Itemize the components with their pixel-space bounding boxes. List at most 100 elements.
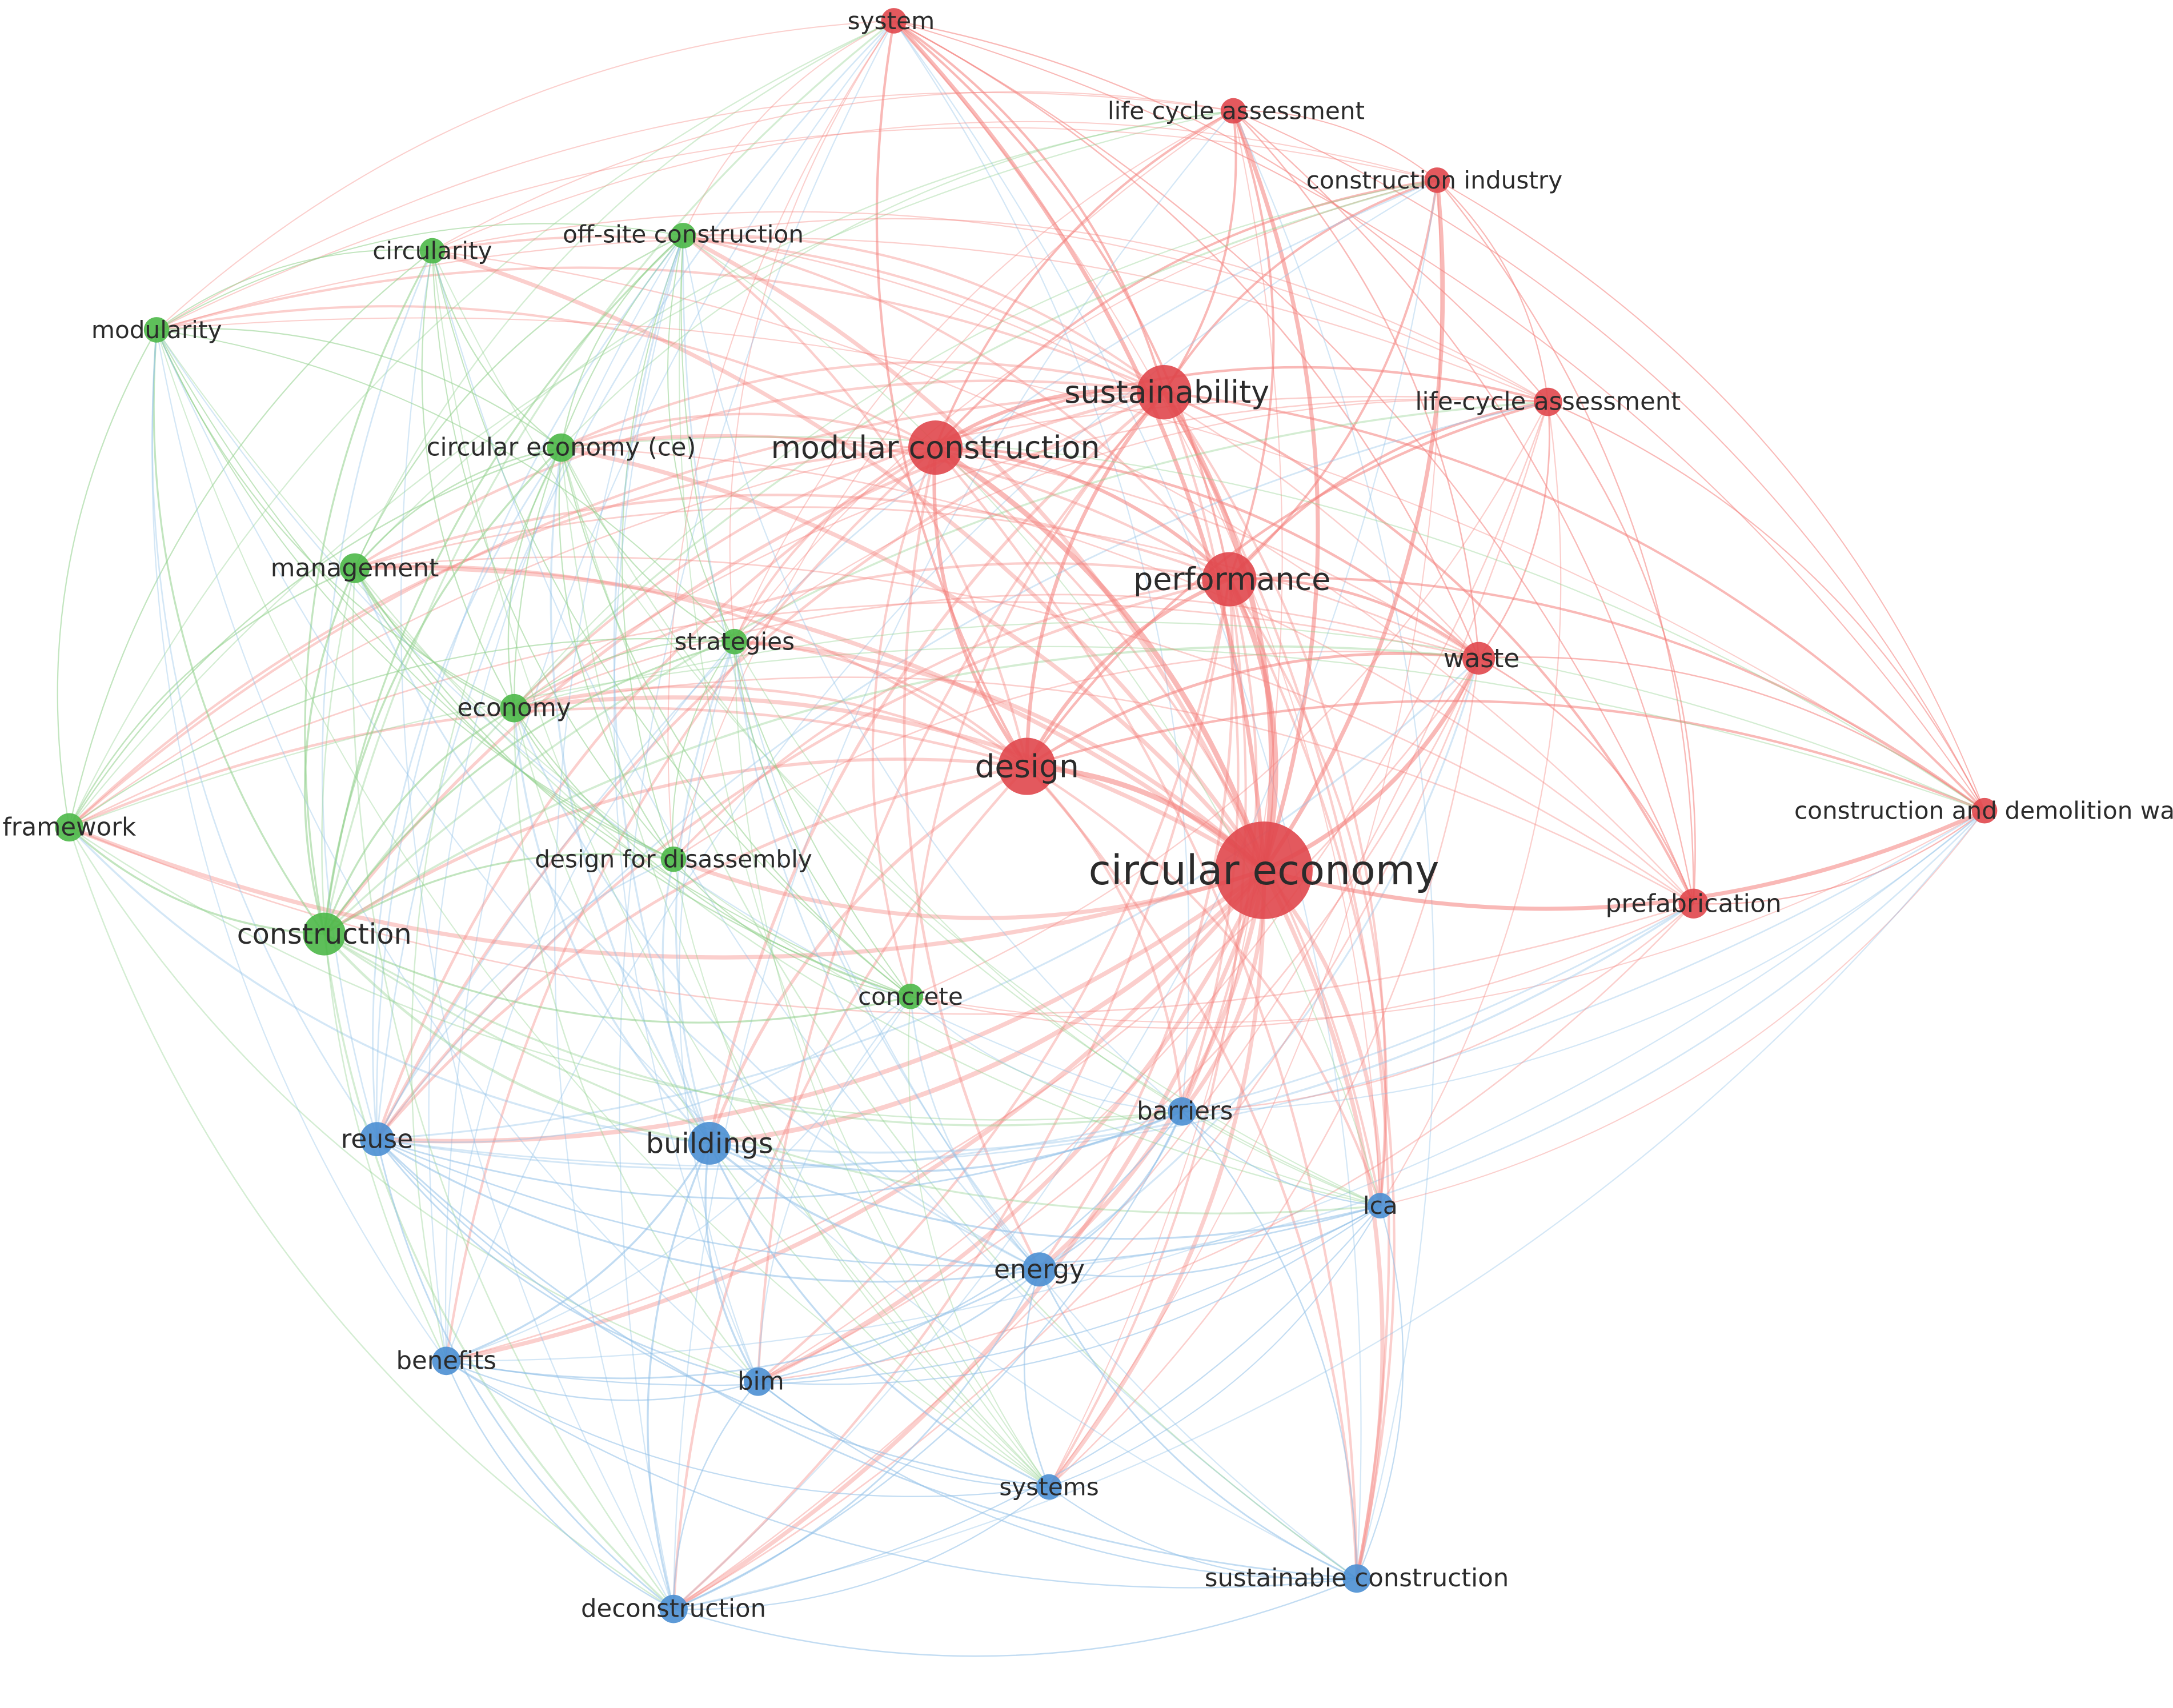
edge-life_cycle_assessment-waste [1233, 110, 1480, 659]
node-circular-economy[interactable] [1215, 821, 1313, 919]
edge-system-construction_and_demolition_waste [893, 20, 1985, 811]
edge-reuse-bim [376, 1138, 759, 1383]
nodes-layer [55, 8, 1998, 1623]
node-performance[interactable] [1202, 552, 1257, 607]
label-economy: economy [458, 694, 571, 723]
edge-design-sustainable_construction [1026, 765, 1358, 1579]
node-lca[interactable] [1367, 1193, 1393, 1218]
node-construction-and-demolition-waste[interactable] [1971, 797, 1998, 824]
label-performance: performance [1133, 562, 1330, 598]
node-construction-industry[interactable] [1424, 167, 1450, 193]
node-off-site-construction[interactable] [670, 223, 696, 248]
edge-circular_economy_ce-buildings [550, 447, 711, 1144]
label-modular-construction: modular construction [771, 430, 1100, 466]
edge-construction_and_demolition_waste-lca [1380, 810, 1985, 1206]
label-construction-and-demolition-waste: construction and demolition wa [1794, 797, 2173, 825]
edge-construction_and_demolition_waste-circular_economy [1263, 808, 1986, 911]
edge-sustainability-modular_construction [934, 388, 1165, 450]
label-circularity: circularity [372, 237, 492, 265]
edge-circular_economy-strategies [734, 639, 1265, 872]
edge-system-waste [893, 20, 1480, 659]
node-concrete[interactable] [897, 983, 924, 1009]
node-system[interactable] [881, 8, 907, 34]
node-reuse[interactable] [359, 1122, 394, 1157]
edge-construction_industry-strategies [733, 179, 1438, 642]
edge-design-off_site_construction [682, 234, 1028, 767]
node-construction[interactable] [303, 912, 346, 956]
label-strategies: strategies [674, 628, 795, 656]
edge-strategies-construction [323, 640, 735, 935]
node-prefabrication[interactable] [1678, 888, 1709, 919]
node-life-cycle-assessment[interactable] [1220, 98, 1246, 124]
node-deconstruction[interactable] [659, 1594, 688, 1623]
edge-strategies-bim [678, 641, 759, 1382]
edge-buildings-bim [704, 1143, 759, 1382]
node-sustainability[interactable] [1137, 365, 1192, 420]
edge-construction_and_demolition_waste-deconstruction [673, 810, 1985, 1610]
edge-sustainability-concrete [909, 391, 1165, 997]
node-energy[interactable] [1022, 1252, 1057, 1287]
node-circular-economy-ce[interactable] [547, 433, 576, 462]
edge-sustainability-modularity [156, 266, 1165, 394]
edge-strategies-lca [733, 641, 1381, 1206]
edge-framework-buildings [69, 827, 710, 1145]
node-life-cycle-assessment-hyphen[interactable] [1534, 387, 1562, 416]
node-sustainable-construction[interactable] [1342, 1564, 1371, 1593]
edge-life_cycle_assessment_hyphen-off_site_construction [683, 218, 1549, 403]
edge-waste-benefits [446, 657, 1480, 1362]
node-barriers[interactable] [1168, 1097, 1197, 1126]
node-strategies[interactable] [721, 628, 748, 655]
edge-buildings-barriers [709, 1110, 1183, 1173]
edge-economy-energy [513, 708, 1040, 1270]
edge-circular_economy-circularity [431, 248, 1266, 872]
edge-modular_construction-sustainable_construction [934, 447, 1358, 1579]
edge-circular_economy_ce-design_for_disassembly [558, 447, 674, 860]
edge-design-construction_and_demolition_waste [1027, 699, 1985, 812]
edge-system-barriers [893, 20, 1190, 1112]
node-design-for-disassembly[interactable] [660, 846, 687, 872]
edge-strategies-benefits [446, 641, 735, 1361]
edge-performance-energy [1038, 579, 1234, 1270]
node-waste[interactable] [1462, 641, 1496, 675]
node-systems[interactable] [1036, 1474, 1062, 1500]
edge-life_cycle_assessment-performance [1228, 110, 1275, 580]
edge-framework-bim [69, 827, 759, 1382]
node-modular-construction[interactable] [908, 420, 963, 475]
edge-management-lca [354, 567, 1381, 1206]
node-design[interactable] [998, 737, 1056, 795]
edge-system-lca [893, 20, 1381, 1206]
edge-sustainability-off_site_construction [683, 234, 1165, 394]
node-bim[interactable] [744, 1367, 772, 1396]
edge-bim-deconstruction [672, 1381, 759, 1609]
edge-concrete-reuse [376, 996, 911, 1144]
edge-design_for_disassembly-buildings [661, 859, 711, 1144]
edge-life_cycle_assessment-construction_industry [1233, 110, 1438, 181]
edge-circular_economy-off_site_construction [682, 234, 1266, 871]
edge-life_cycle_assessment_hyphen-design [1025, 400, 1549, 767]
edge-construction_and_demolition_waste-circular_economy_ce [561, 436, 1985, 812]
edge-system-design [875, 21, 1028, 767]
node-modularity[interactable] [143, 317, 170, 343]
edge-sustainability-economy [513, 391, 1165, 709]
node-benefits[interactable] [432, 1346, 461, 1376]
edge-waste-deconstruction [673, 657, 1480, 1610]
edge-sustainability-prefabrication [1163, 391, 1695, 904]
node-management[interactable] [339, 553, 370, 583]
edge-design-framework [69, 707, 1028, 829]
edge-off_site_construction-bim [613, 235, 759, 1382]
edge-circular_economy-reuse [376, 868, 1265, 1144]
node-economy[interactable] [500, 693, 528, 723]
edge-energy-deconstruction [673, 1269, 1040, 1610]
edge-lca-systems [1049, 1205, 1381, 1488]
edge-modular_construction-framework [68, 446, 936, 828]
label-deconstruction: deconstruction [581, 1595, 766, 1623]
node-framework[interactable] [55, 813, 84, 842]
edge-waste-off_site_construction [683, 235, 1480, 659]
edge-buildings-benefits [446, 1142, 711, 1362]
edge-life_cycle_assessment-circular_economy_ce [560, 110, 1234, 448]
label-circular-economy: circular economy [1089, 847, 1440, 894]
node-buildings[interactable] [688, 1122, 731, 1165]
edge-modular_construction-concrete [871, 447, 937, 997]
edge-circular_economy-benefits [446, 869, 1266, 1363]
node-circularity[interactable] [419, 238, 446, 264]
